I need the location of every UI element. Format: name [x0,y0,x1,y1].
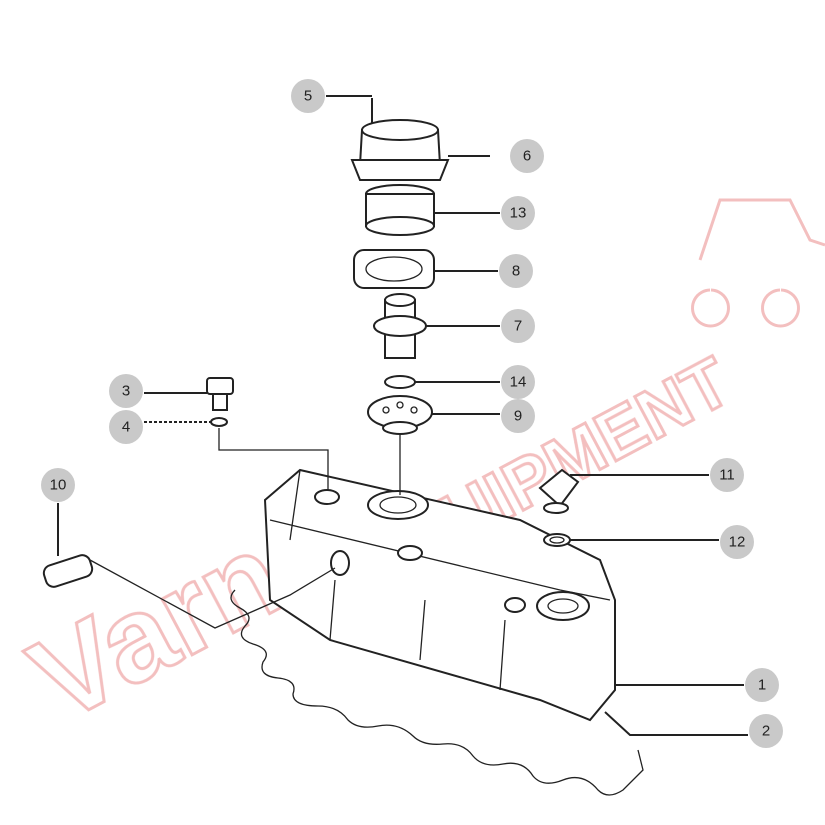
callout-5: 5 [291,79,325,113]
callout-2: 2 [749,714,783,748]
svg-text:10: 10 [50,477,67,494]
svg-text:13: 13 [510,205,527,222]
svg-text:9: 9 [514,408,522,425]
valve-cover-part [263,468,616,722]
svg-text:7: 7 [514,318,522,335]
gasket-part [230,589,644,796]
callout-10: 10 [41,468,75,502]
svg-text:11: 11 [719,467,735,484]
dowel-pin-part [42,554,336,629]
callout-1: 1 [745,668,779,702]
callout-12: 12 [720,525,754,559]
svg-text:3: 3 [122,383,130,400]
callout-4: 4 [109,410,143,444]
oil-filler-cap-part [538,468,580,547]
callout-6: 6 [510,139,544,173]
breather-stack [350,98,450,495]
svg-text:4: 4 [122,419,130,436]
callout-11: 11 [710,458,744,492]
callout-9: 9 [501,399,535,433]
svg-text:6: 6 [523,148,531,165]
callout-13: 13 [501,196,535,230]
callout-3: 3 [109,374,143,408]
svg-text:12: 12 [729,534,746,551]
callout-14: 14 [501,365,535,399]
svg-text:14: 14 [510,374,527,391]
svg-text:1: 1 [758,677,766,694]
svg-text:5: 5 [304,88,312,105]
svg-text:2: 2 [762,723,770,740]
drain-plug-part [206,377,329,490]
callout-7: 7 [501,309,535,343]
leader-lines [57,95,748,736]
callout-8: 8 [499,254,533,288]
svg-text:8: 8 [512,263,520,280]
